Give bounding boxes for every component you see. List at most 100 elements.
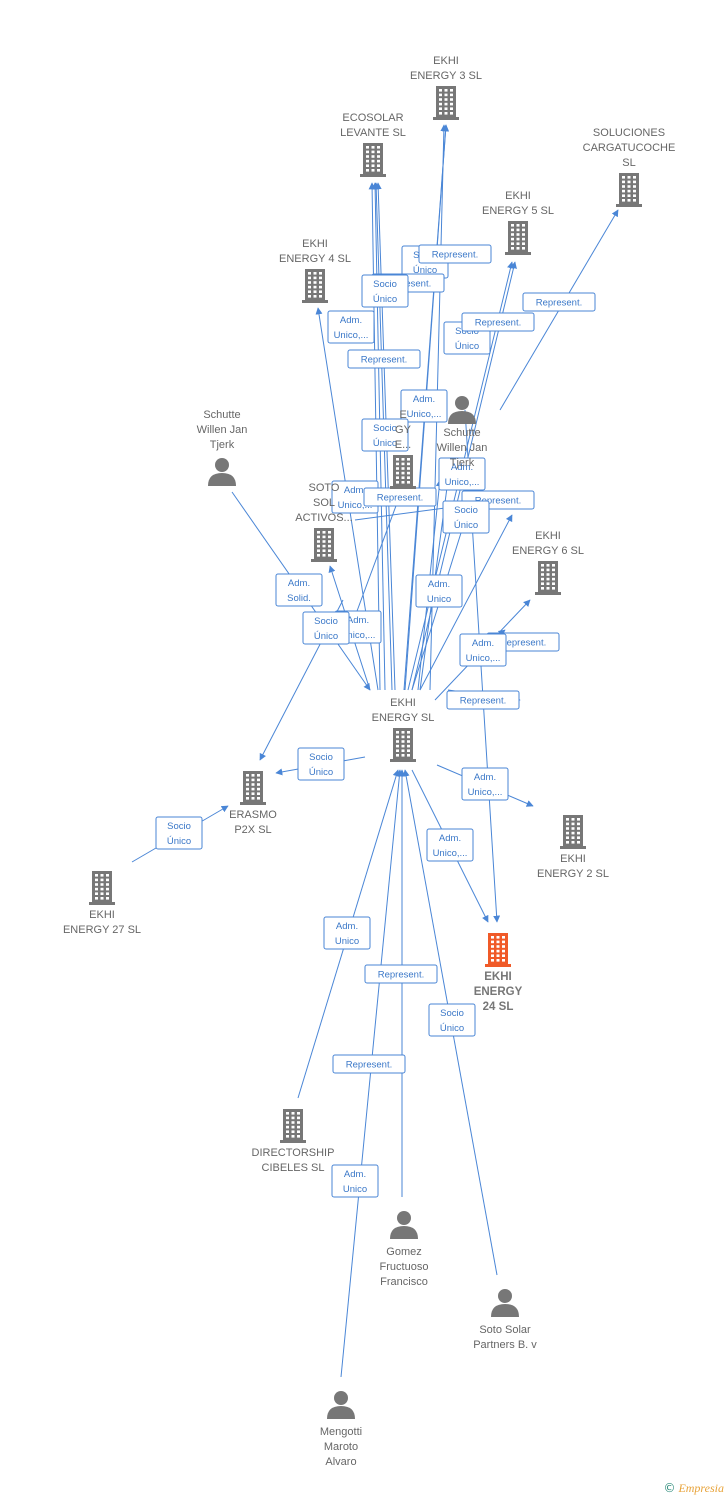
node-label: DIRECTORSHIP xyxy=(252,1147,335,1159)
node-label: ENERGY 27 SL xyxy=(63,924,141,936)
edge-label-text: Adm. xyxy=(347,615,369,626)
relation-edge xyxy=(349,494,402,631)
empresia-logo: ©Empresia xyxy=(663,1481,724,1496)
edge-label-text: Unico,... xyxy=(466,653,501,664)
edge-label-box[interactable]: Represent. xyxy=(461,312,535,332)
edge-label-text: Unico,... xyxy=(407,409,442,420)
edge-label-box[interactable]: Adm.Unico,... xyxy=(461,767,509,801)
edge-label-text: Unico,... xyxy=(338,500,373,511)
brand-name: Empresia xyxy=(678,1481,724,1495)
edge-label-text: Unico,... xyxy=(334,330,369,341)
node-label: EKHI xyxy=(505,190,531,202)
edge-label-text: Adm. xyxy=(344,485,366,496)
node-label: Tjerk xyxy=(450,457,475,469)
node-label: CIBELES SL xyxy=(262,1162,325,1174)
edge-label-text: Adm. xyxy=(413,394,435,405)
edge-label-text: Represent. xyxy=(377,493,423,504)
edge-label-text: Socio xyxy=(454,505,478,516)
copyright-symbol: © xyxy=(663,1481,676,1495)
edge-label-text: Adm. xyxy=(428,579,450,590)
edge-label-box[interactable]: Adm.Unico,... xyxy=(459,633,507,667)
edge-label-text: Represent. xyxy=(475,318,521,329)
edge-label-text: Único xyxy=(309,767,333,778)
node-label: SOLUCIONES xyxy=(593,127,665,139)
edge-label-box[interactable]: Represent. xyxy=(364,964,438,984)
edge-label-box[interactable]: Adm.Unico,... xyxy=(438,457,486,491)
node-label: Partners B. v xyxy=(473,1339,537,1351)
node-label: SOTO xyxy=(309,482,340,494)
node-label: E... xyxy=(395,439,412,451)
edge-label-text: Unico,... xyxy=(445,477,480,488)
edge-label-box[interactable]: Represent. xyxy=(446,690,520,710)
edge-label-box[interactable]: Adm. Unico,... xyxy=(327,310,375,344)
node-label: EKHI xyxy=(302,238,328,250)
node-label: Tjerk xyxy=(210,439,235,451)
edge-label-text: Adm. xyxy=(340,315,362,326)
edge-label-box[interactable]: Represent. xyxy=(418,244,492,264)
person-icon xyxy=(327,1391,355,1419)
building-icon xyxy=(485,933,511,967)
node-label: SL xyxy=(622,157,635,169)
company-node[interactable]: EKHI ENERGY 27 SL xyxy=(63,871,141,936)
edge-label-text: Socio xyxy=(314,616,338,627)
edge-label-text: Represent. xyxy=(460,696,506,707)
edge-label-text: Adm. xyxy=(336,921,358,932)
edge-label-text: Unico,... xyxy=(468,787,503,798)
node-label: GY xyxy=(395,424,412,436)
edge-label-box[interactable]: Represent. xyxy=(332,1054,406,1074)
edge-label-box[interactable]: Represent. xyxy=(347,349,421,369)
edge-label-box[interactable]: Adm.Unico,... xyxy=(426,828,474,862)
person-icon xyxy=(390,1211,418,1239)
edge-label-box[interactable]: Represent. xyxy=(363,487,437,507)
edge-label-text: Único xyxy=(373,438,397,449)
edge-label-text: Socio xyxy=(373,279,397,290)
building-icon xyxy=(360,143,386,177)
edge-label-text: Adm. xyxy=(288,578,310,589)
relation-edge xyxy=(419,514,513,691)
edge-label-text: Represent. xyxy=(536,298,582,309)
building-icon xyxy=(311,528,337,562)
edge-label-box[interactable]: Represent. xyxy=(522,292,596,312)
node-label: EKHI xyxy=(535,530,561,542)
node-label: Soto Solar xyxy=(479,1324,531,1336)
edge-label-box[interactable]: Adm.Unico xyxy=(323,916,371,950)
node-label: Schutte xyxy=(443,427,480,439)
company-node[interactable]: EGYE... xyxy=(390,409,416,489)
edge-label-box[interactable]: Adm. Unico,... xyxy=(400,389,448,423)
edge-label-box[interactable]: Adm.Solid. xyxy=(275,573,323,607)
node-label: EKHI xyxy=(89,909,115,921)
person-icon xyxy=(491,1289,519,1317)
node-label: LEVANTE SL xyxy=(340,127,406,139)
node-label: ACTIVOS... xyxy=(295,512,352,524)
edge-label-text: Socio xyxy=(309,752,333,763)
edge-label-box[interactable]: Adm.Unico xyxy=(331,1164,379,1198)
company-node[interactable]: DIRECTORSHIP CIBELES SL xyxy=(252,1109,335,1174)
edge-label-box[interactable]: Adm. Unico xyxy=(415,574,463,608)
company-node[interactable]: SOTOSOLACTIVOS... xyxy=(295,482,353,562)
edge-label-text: Unico xyxy=(427,594,451,605)
edge-label-text: Único xyxy=(455,341,479,352)
